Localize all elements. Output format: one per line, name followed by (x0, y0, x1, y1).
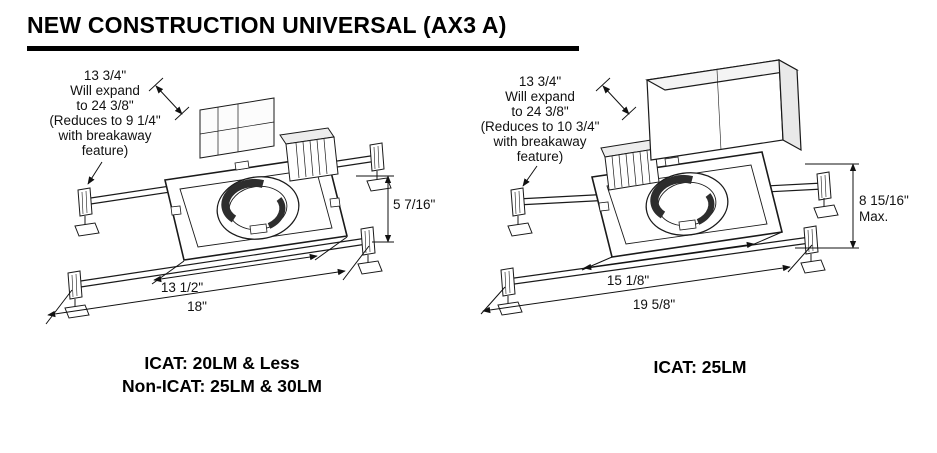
right-fixture-drawing (480, 58, 859, 316)
right-overall-width-dimension: 19 5/8" (632, 297, 676, 312)
left-aperture (216, 176, 300, 240)
right-driver-box (600, 139, 660, 191)
left-fixture-drawing (45, 77, 394, 325)
left-caption: ICAT: 20LM & Less Non-ICAT: 25LM & 30LM (122, 353, 322, 396)
left-overall-width-dimension: 18" (187, 299, 207, 314)
title-underline (27, 46, 579, 51)
left-mounting-plate (199, 97, 275, 159)
right-caption: ICAT: 25LM (653, 357, 747, 377)
right-housing-box (645, 58, 802, 161)
left-height-dimension: 5 7/16" (393, 197, 436, 212)
right-aperture (645, 172, 729, 236)
right-dimension-lines (480, 77, 859, 315)
right-height-dimension: 8 15/16" Max. (859, 193, 909, 224)
right-nailer-brackets (497, 171, 839, 316)
left-inner-width-dimension: 13 1/2" (160, 280, 204, 295)
right-expand-note: 13 3/4" Will expand to 24 3/8" (Reduces … (480, 74, 600, 164)
left-dimension-lines (45, 77, 394, 325)
right-inner-width-dimension: 15 1/8" (606, 273, 650, 288)
left-expand-note: 13 3/4" Will expand to 24 3/8" (Reduces … (49, 68, 161, 158)
page-title: NEW CONSTRUCTION UNIVERSAL (AX3 A) (27, 12, 507, 38)
left-junction-box (279, 127, 339, 182)
